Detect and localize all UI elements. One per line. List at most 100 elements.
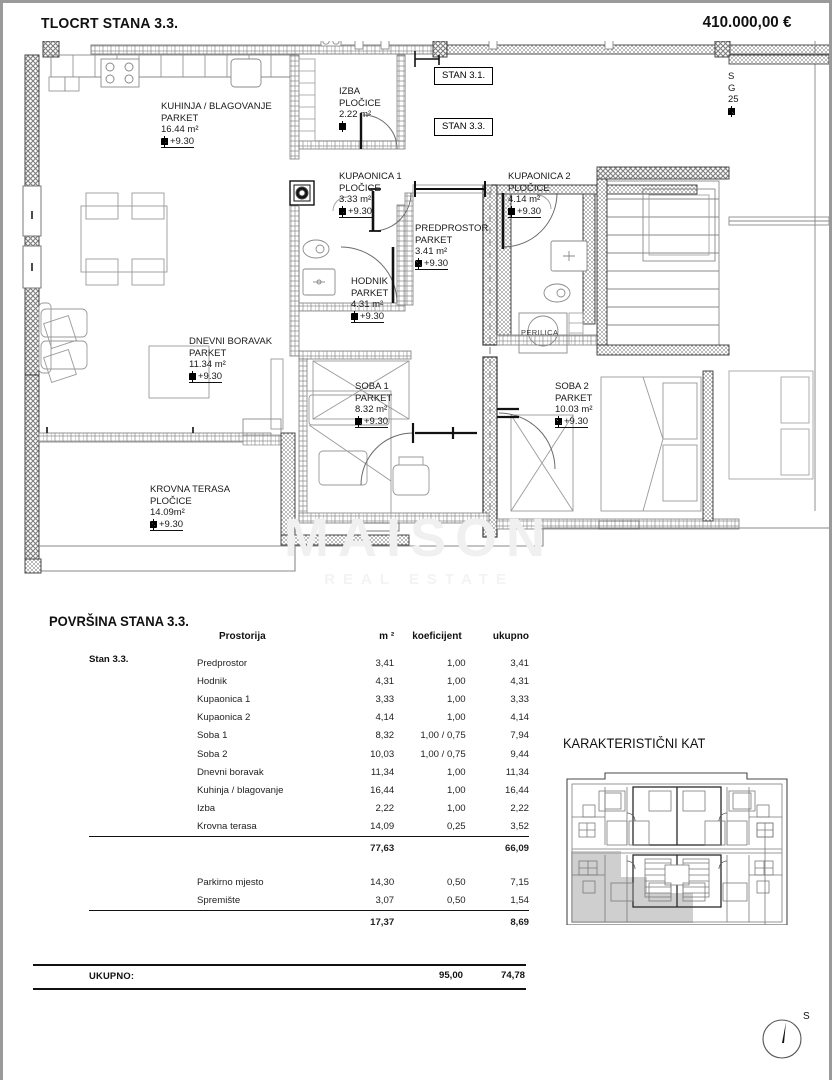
- cell-total: 7,94: [510, 730, 529, 742]
- cell-coefficient: 0,50: [446, 877, 466, 889]
- room-name: PREDPROSTOR: [415, 223, 489, 234]
- cell-total: 66,09: [467, 835, 529, 858]
- cell-room: Kuhinja / blagovanje: [197, 784, 284, 796]
- page-title: TLOCRT STANA 3.3.: [41, 15, 179, 32]
- cell-coefficient: 1,00: [446, 693, 466, 705]
- level-mark-wrap: +9.30: [355, 415, 392, 428]
- level-mark-wrap: +9.30: [161, 135, 272, 148]
- cell-total: 1,54: [510, 895, 529, 907]
- room-level: +9.30: [161, 136, 195, 148]
- floor-plan-svg: [22, 41, 829, 574]
- room-area: 8.32 m²: [355, 404, 388, 415]
- room-name: KUPAONICA 2: [508, 171, 571, 182]
- appliance-label-perilica: PERILICA: [521, 328, 559, 337]
- typical-floor-svg: [566, 772, 788, 977]
- cell-coefficient: 1,00: [446, 712, 466, 724]
- surface-unit-caption: Stan 3.3.: [89, 654, 129, 665]
- table-row: Parkirno mjesto 14,30 0,50 7,15: [89, 873, 529, 891]
- level-mark-wrap: +9.30: [555, 415, 593, 428]
- cell-m2: 14,30: [370, 877, 395, 889]
- level-marker-icon: [415, 257, 422, 269]
- level-mark-wrap: +9.30: [415, 257, 488, 270]
- room-label-dnevni-boravak: DNEVNI BORAVAK PARKET 11.34 m² +9.30: [189, 336, 272, 383]
- room-label-soba-2: SOBA 2 PARKET 10.03 m² +9.30: [555, 381, 593, 428]
- level-marker-icon: [150, 518, 157, 530]
- room-area: 14.09m²: [150, 507, 185, 518]
- room-label-soba-1: SOBA 1 PARKET 8.32 m² +9.30: [355, 381, 392, 428]
- cell-m2: 14,09: [370, 821, 395, 833]
- room-name: KUHINJA / BLAGOVANJE: [161, 101, 272, 112]
- room-finish: PLOČICE: [339, 97, 381, 109]
- clipped-neighbour-label: S G 25: [728, 71, 739, 118]
- room-level: +9.30: [150, 519, 184, 531]
- cell-m2: 8,32: [375, 730, 395, 742]
- room-finish: PLOČICE: [339, 182, 381, 194]
- cell-room: Kupaonica 2: [197, 712, 251, 724]
- room-finish: PLOČICE: [150, 495, 192, 507]
- room-area: 3.33 m²: [339, 194, 372, 205]
- cell-total: 7,15: [510, 877, 529, 889]
- room-finish: PARKET: [189, 347, 227, 359]
- cell-m2: 17,37: [337, 909, 395, 932]
- cell-room: Izba: [197, 803, 216, 815]
- col-header-total: ukupno: [492, 631, 529, 642]
- level-marker-icon: [339, 205, 346, 217]
- col-header-coefficient: koeficijent: [412, 631, 462, 642]
- cell-coefficient: [394, 835, 468, 858]
- level-mark-wrap: +9.30: [339, 205, 402, 218]
- room-name: SOBA 1: [355, 381, 389, 392]
- cell-room: Dnevni boravak: [197, 766, 264, 778]
- cell-room: Parkirno mjesto: [197, 877, 264, 889]
- room-name: HODNIK: [351, 276, 388, 287]
- cell-m2: 3,41: [375, 657, 395, 669]
- compass-rose-icon: [760, 1013, 808, 1061]
- cell-total: 11,34: [505, 766, 529, 778]
- level-marker-icon: [355, 415, 362, 427]
- unit-tag-stan-3-1: STAN 3.1.: [434, 67, 494, 85]
- cell-room: Soba 2: [197, 748, 228, 760]
- clipped-line-2: G: [728, 82, 736, 94]
- typical-floor-title: KARAKTERISTIČNI KAT: [563, 736, 706, 751]
- room-finish: PARKET: [161, 112, 199, 124]
- room-label-predprostor: PREDPROSTOR PARKET 3.41 m² +9.30: [415, 223, 488, 270]
- cell-m2: 11,34: [370, 766, 395, 778]
- table-header-row: Prostorija m ² koeficijent ukupno: [89, 631, 529, 654]
- col-header-m2: m ²: [379, 631, 395, 642]
- room-area: 11.34 m²: [189, 359, 226, 370]
- room-finish: PARKET: [355, 392, 393, 404]
- unit-tag-stan-3-3: STAN 3.3.: [434, 118, 494, 136]
- floor-plan-drawing: MAISON REAL ESTATE KUHINJA / BLAGOVANJE …: [3, 41, 829, 601]
- cell-coefficient: 1,00 / 0,75: [420, 748, 466, 760]
- level-marker-icon: [189, 370, 196, 382]
- room-area: 4.31 m²: [351, 299, 384, 310]
- room-level: +9.30: [355, 416, 389, 428]
- cell-m2: 77,63: [337, 835, 395, 858]
- room-area: 3.41 m²: [415, 246, 448, 257]
- room-label-kupaonica-1: KUPAONICA 1 PLOČICE 3.33 m² +9.30: [339, 171, 402, 218]
- cell-room: [89, 835, 338, 858]
- room-finish: PARKET: [351, 287, 389, 299]
- room-area: 10.03 m²: [555, 404, 593, 415]
- cell-room: Kupaonica 1: [197, 693, 251, 705]
- cell-coefficient: 1,00: [446, 675, 466, 687]
- level-mark-wrap: [339, 120, 381, 133]
- compass-north-label: S: [803, 1011, 810, 1022]
- room-label-krovna-terasa: KROVNA TERASA PLOČICE 14.09m² +9.30: [150, 484, 230, 531]
- level-marker-icon: [161, 135, 168, 147]
- surface-table-head: Prostorija m ² koeficijent ukupno: [89, 631, 529, 654]
- level-mark-wrap: +9.30: [189, 370, 272, 383]
- cell-total: 16,44: [504, 784, 529, 796]
- cell-total: 2,22: [510, 803, 529, 815]
- cell-total: 3,52: [510, 821, 529, 833]
- room-name: DNEVNI BORAVAK: [189, 336, 273, 347]
- room-name: IZBA: [339, 86, 361, 97]
- level-mark-wrap: +9.30: [150, 518, 230, 531]
- grand-total-band: [33, 964, 526, 990]
